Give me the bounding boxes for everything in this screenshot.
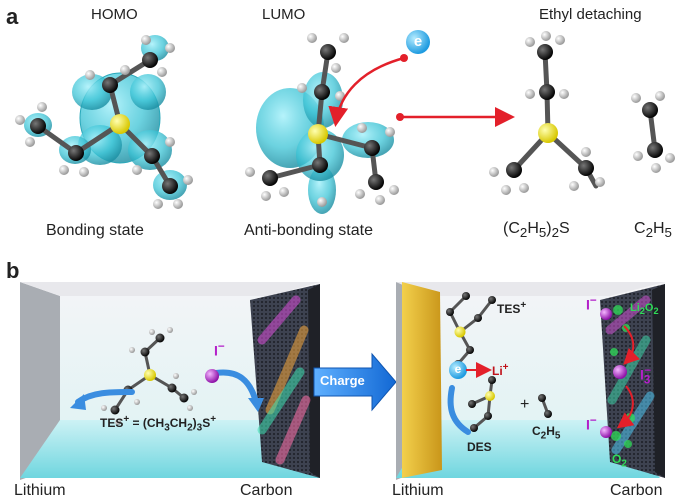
iodide-label-left: I− <box>214 340 225 359</box>
carbon-electrode-right <box>600 284 665 478</box>
homo-title: HOMO <box>91 6 138 23</box>
iodide-ion-icon <box>205 369 219 383</box>
li2o2-label: Li2O2 <box>630 302 659 317</box>
triiodide-icon <box>613 365 627 379</box>
charge-arrow <box>313 352 397 412</box>
iodide-top-icon <box>600 308 612 320</box>
electron-label-b: e <box>454 362 462 376</box>
plus-sign: + <box>520 396 530 413</box>
electron-label: e <box>413 33 423 50</box>
tes-label-right: TES+ <box>497 300 527 316</box>
bonding-state-caption: Bonding state <box>46 222 144 239</box>
ethyl-radical-formula: C2H5 <box>634 220 672 241</box>
lumo-molecule <box>245 30 515 214</box>
homo-molecule <box>15 35 193 209</box>
lithium-label-left: Lithium <box>14 482 66 499</box>
triiodide-label: I3− <box>640 364 652 387</box>
o2-label: O2 <box>612 452 627 470</box>
carbon-label-left: Carbon <box>240 482 293 499</box>
ethyl-radical-molecule <box>631 91 675 173</box>
antibonding-state-caption: Anti-bonding state <box>244 222 373 239</box>
left-cell <box>20 282 320 480</box>
lithium-label-right: Lithium <box>392 482 444 499</box>
electron-icon <box>406 30 430 54</box>
carbon-label-right: Carbon <box>610 482 663 499</box>
des-molecule <box>489 31 605 195</box>
iodide-label-bottom: I− <box>586 414 597 433</box>
iodide-bottom-icon <box>600 426 612 438</box>
des-label: DES <box>467 440 492 454</box>
charge-label: Charge <box>320 373 365 388</box>
ethyl-detaching-title: Ethyl detaching <box>539 6 642 23</box>
right-cell <box>396 282 665 480</box>
des-formula: (C2H5)2S <box>503 220 570 241</box>
electron-icon-b <box>449 361 467 379</box>
li-ion-label: Li+ <box>492 362 509 378</box>
lumo-title: LUMO <box>262 6 306 23</box>
panel-letter-b: b <box>6 258 20 283</box>
tes-formula: TES+ = (CH3CH2)3S+ <box>100 414 217 434</box>
panel-letter-a: a <box>6 4 19 29</box>
iodide-label-top: I− <box>586 294 597 313</box>
ethyl-label-right: C2H5 <box>532 424 561 442</box>
lithium-foil-right <box>402 282 442 478</box>
